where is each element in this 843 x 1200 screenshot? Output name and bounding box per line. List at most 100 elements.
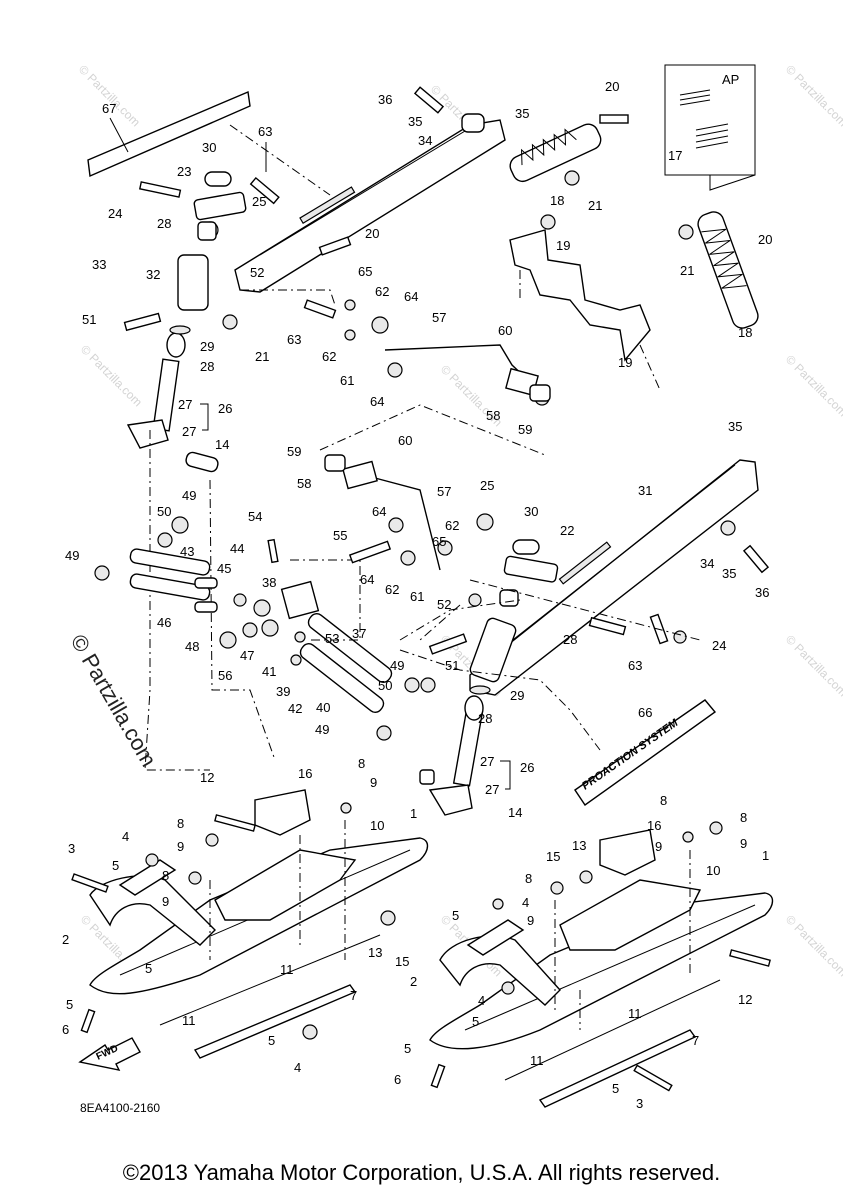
callout-64c: 64 (372, 504, 386, 519)
callout-62b: 62 (322, 349, 336, 364)
callout-59b: 59 (287, 444, 301, 459)
bolt-51-mid (428, 633, 468, 655)
callout-6: 6 (62, 1022, 69, 1037)
callout-62d: 62 (385, 582, 399, 597)
callout-64d: 64 (360, 572, 374, 587)
callout-13b: 13 (572, 838, 586, 853)
callout-51b: 51 (445, 658, 459, 673)
callout-28b: 28 (200, 359, 214, 374)
bolt-20-top (599, 114, 629, 124)
callout-8f: 8 (525, 871, 532, 886)
ap-label: AP (722, 72, 739, 87)
bracket-23 (193, 191, 247, 221)
callout-9c: 9 (162, 894, 169, 909)
callout-49d: 49 (315, 722, 329, 737)
callout-28d: 28 (478, 711, 492, 726)
callout-63: 63 (258, 124, 272, 139)
callout-8: 8 (358, 756, 365, 771)
watermark-tile: © Partzilla.com (783, 632, 843, 699)
bracket-22 (503, 555, 559, 583)
callout-20c: 20 (365, 226, 379, 241)
callout-58b: 58 (297, 476, 311, 491)
callout-57: 57 (432, 310, 446, 325)
fwd-arrow (78, 1037, 141, 1071)
ski-handle-right (439, 935, 561, 1006)
callout-35: 35 (408, 114, 422, 129)
callout-1: 1 (410, 806, 417, 821)
callout-63b: 63 (287, 332, 301, 347)
callout-4b: 4 (294, 1060, 301, 1075)
callout-65: 65 (358, 264, 372, 279)
callout-29: 29 (200, 339, 214, 354)
callout-36: 36 (378, 92, 392, 107)
callout-42: 42 (288, 701, 302, 716)
callout-54: 54 (248, 509, 262, 524)
bushing-28-top (197, 221, 217, 241)
callout-9f: 9 (527, 913, 534, 928)
spindle-bracket-right (428, 784, 473, 816)
callout-62: 62 (375, 284, 389, 299)
copyright-notice: ©2013 Yamaha Motor Corporation, U.S.A. A… (122, 1160, 721, 1185)
bolt-63-lower (588, 616, 627, 636)
callout-8e: 8 (740, 810, 747, 825)
wear-bar-left (193, 984, 357, 1059)
callout-19b: 19 (618, 355, 632, 370)
callout-4: 4 (122, 829, 129, 844)
bolt-36-top (413, 86, 445, 114)
callout-44: 44 (230, 541, 244, 556)
callout-11d: 11 (530, 1053, 544, 1068)
callout-36b: 36 (755, 585, 769, 600)
callout-21c: 21 (255, 349, 269, 364)
callout-33: 33 (92, 257, 106, 272)
callout-5c: 5 (66, 997, 73, 1012)
callout-16: 16 (298, 766, 312, 781)
callout-61b: 61 (410, 589, 424, 604)
callout-26: 26 (218, 401, 232, 416)
callout-7b: 7 (692, 1033, 699, 1048)
callout-11c: 11 (628, 1006, 642, 1021)
callout-49b: 49 (65, 548, 79, 563)
callout-63c: 63 (628, 658, 642, 673)
callout-2b: 2 (410, 974, 417, 989)
callout-30: 30 (202, 140, 216, 155)
callout-3b: 3 (636, 1096, 643, 1111)
callout-35b: 35 (515, 106, 529, 121)
callout-14b: 14 (508, 805, 522, 820)
shock-absorber-top (509, 123, 602, 183)
callout-18: 18 (550, 193, 564, 208)
callout-5: 5 (112, 858, 119, 873)
callout-52b: 52 (437, 597, 451, 612)
callout-38: 38 (262, 575, 276, 590)
bolt-63-mid (303, 299, 337, 319)
ski-bracket-16-right (599, 829, 656, 876)
callout-9e: 9 (740, 836, 747, 851)
watermark-tile: © Partzilla.com (783, 62, 843, 129)
callout-27c: 27 (480, 754, 494, 769)
callout-64: 64 (404, 289, 418, 304)
decal-text: PROACTION SYSTEM (580, 717, 681, 793)
arm-slot (299, 186, 356, 224)
steering-knuckle-upper-left (177, 254, 209, 311)
diagram-code: 8EA4100-2160 (80, 1101, 160, 1115)
spindle-bracket-left (126, 419, 169, 449)
callout-32: 32 (146, 267, 160, 282)
wear-bar-right (538, 1029, 697, 1108)
callout-labels: 67 63 30 23 24 25 28 36 35 34 35 20 18 2… (62, 79, 772, 1111)
watermark-tile: © Partzilla.com (78, 342, 145, 409)
callout-8d: 8 (660, 793, 667, 808)
callout-35d: 35 (722, 566, 736, 581)
callout-60b: 60 (398, 433, 412, 448)
tie-rod-40 (299, 643, 385, 713)
callout-51: 51 (82, 312, 96, 327)
callout-60: 60 (498, 323, 512, 338)
callout-50: 50 (157, 504, 171, 519)
callout-6b: 6 (394, 1072, 401, 1087)
callout-48: 48 (185, 639, 199, 654)
stabilizer-link-lower (374, 477, 441, 571)
frame-bracket (509, 229, 651, 362)
callout-66: 66 (638, 705, 652, 720)
callout-64b: 64 (370, 394, 384, 409)
bolt-51-left (123, 312, 162, 332)
callout-30b: 30 (524, 504, 538, 519)
callout-62c: 62 (445, 518, 459, 533)
